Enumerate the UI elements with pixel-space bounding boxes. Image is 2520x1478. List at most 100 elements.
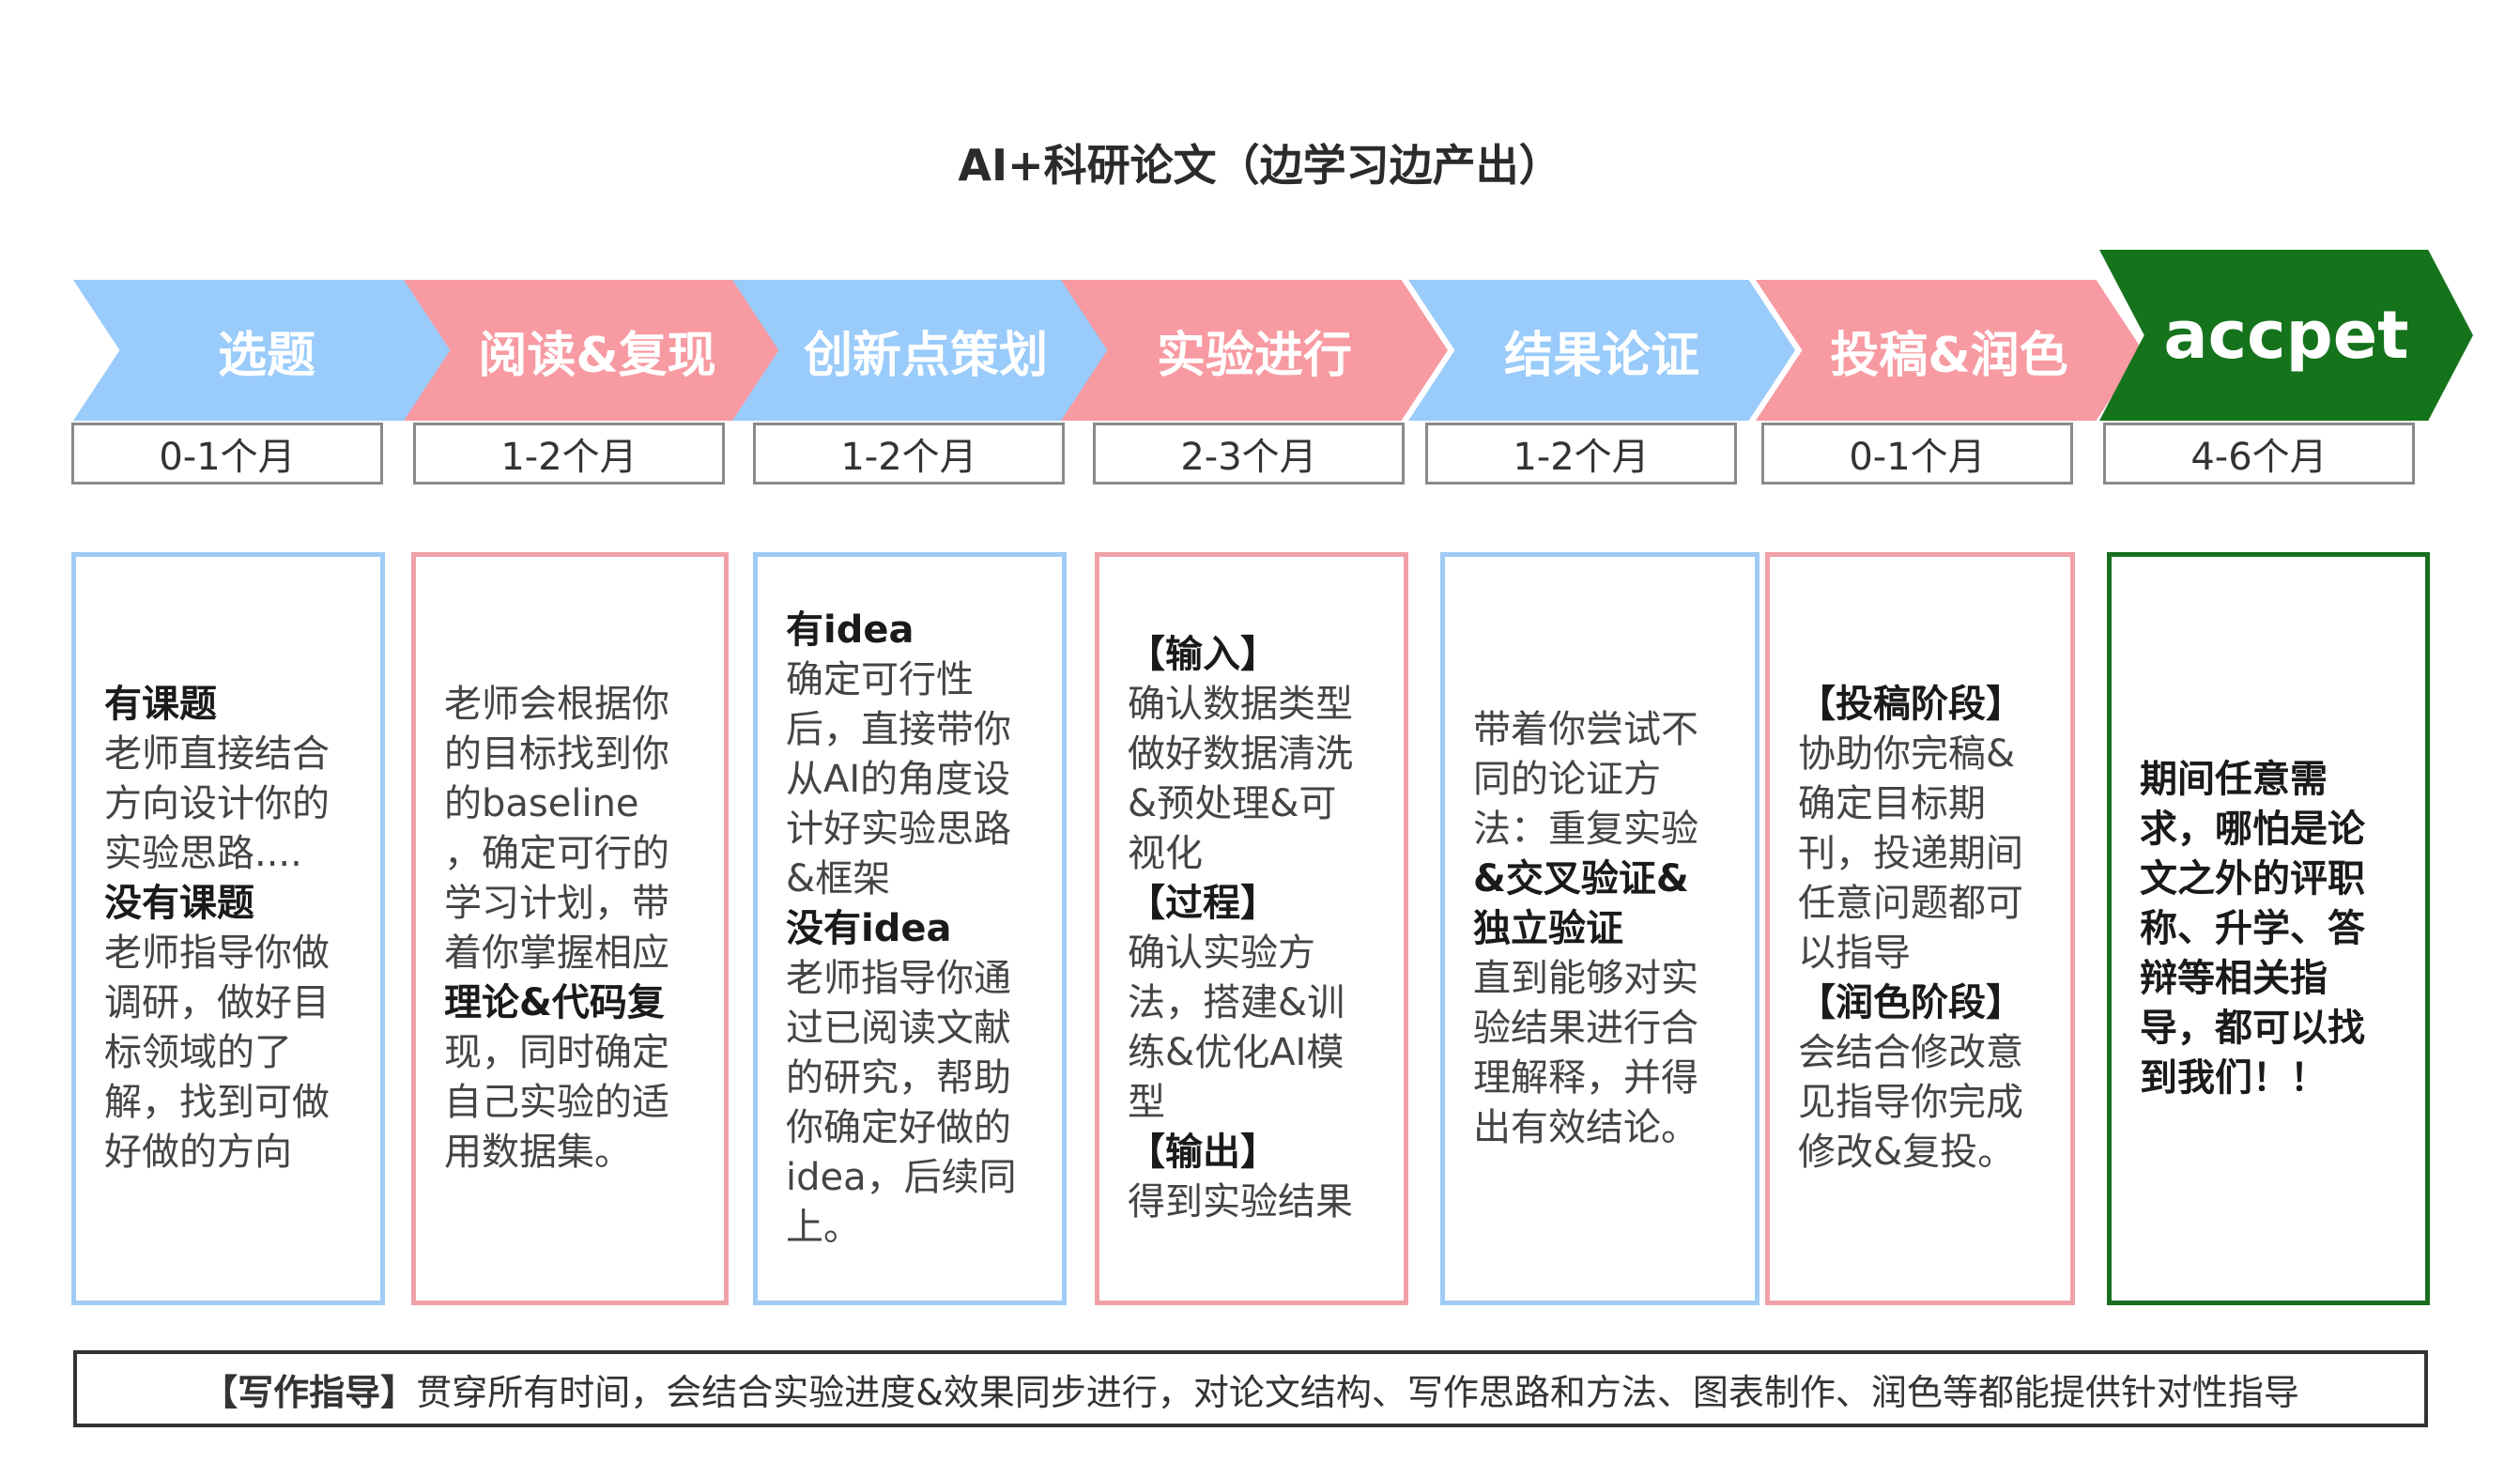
stage-arrow-select-topic: 选题 (73, 280, 460, 421)
duration-experiment: 2-3个月 (1093, 423, 1405, 485)
content-box-submission: 【投稿阶段】协助你完稿&确定目标期刊，投递期间任意问题都可以指导【润色阶段】会结… (1765, 552, 2075, 1305)
stage-label: accpet (2163, 297, 2409, 374)
content-line: 过已阅读文献 (786, 1006, 1011, 1050)
stage-label: 选题 (217, 327, 315, 384)
content-line: 出有效结论。 (1473, 1105, 1698, 1149)
content-line: 解，找到可做 (104, 1081, 330, 1124)
content-line: 你确定好做的 (786, 1105, 1011, 1149)
page-title: AI+科研论文（边学习边产出） (958, 140, 1562, 191)
content-line: idea，后续同 (786, 1155, 1017, 1199)
content-box-experiment: 【输入】确认数据类型做好数据清洗&预处理&可视化【过程】确认实验方法，搭建&训练… (1095, 552, 1408, 1305)
content-line: 任意问题都可 (1798, 882, 2023, 925)
content-line: 协助你完稿& (1798, 732, 2016, 776)
content-box-select-topic: 有课题老师直接结合方向设计你的实验思路.... 没有课题老师指导你做调研，做好目标… (71, 552, 385, 1305)
content-line: 练&优化AI模 (1128, 1031, 1345, 1074)
duration-accept: 4-6个月 (2103, 423, 2415, 485)
content-line: 确认实验方 (1128, 931, 1315, 975)
content-line: 【过程】 (1128, 882, 1278, 925)
duration-select-topic: 0-1个月 (71, 423, 383, 485)
content-line: 有idea (786, 608, 914, 652)
content-line: 实验思路.... (104, 832, 302, 875)
content-box-validation: 带着你尝试不同的论证方法：重复实验&交叉验证&独立验证直到能够对实验结果进行合理… (1440, 552, 1759, 1305)
content-line: 【润色阶段】 (1798, 981, 2023, 1024)
duration-validation: 1-2个月 (1425, 423, 1737, 485)
stage-label: 阅读&复现 (478, 327, 716, 384)
content-line: 视化 (1128, 832, 1203, 875)
content-line: &预处理&可 (1128, 782, 1337, 825)
content-line: 的研究，帮助 (786, 1055, 1011, 1100)
content-line: 调研，做好目 (104, 981, 330, 1024)
content-line: 好做的方向 (104, 1131, 292, 1174)
content-line: 确认数据类型 (1128, 683, 1353, 726)
content-line: 独立验证 (1473, 906, 1623, 950)
content-line: 到我们！！ (2140, 1055, 2328, 1100)
stage-arrow-experiment: 实验进行 (1061, 280, 1448, 421)
content-line: 【投稿阶段】 (1798, 683, 2023, 726)
stage-label: 创新点策划 (803, 327, 1048, 384)
stage-arrow-validation: 结果论证 (1408, 280, 1795, 421)
content-line: 有课题 (104, 683, 217, 726)
content-line: 老师指导你通 (786, 956, 1011, 1000)
content-line: 文之外的评职 (2140, 856, 2365, 901)
content-line: 见指导你完成 (1798, 1081, 2023, 1124)
content-line: 后，直接带你 (786, 707, 1011, 751)
content-line: 老师指导你做 (104, 931, 330, 975)
content-line: 称、升学、答 (2140, 906, 2365, 950)
content-line: 没有课题 (104, 882, 254, 925)
content-line: &交叉验证& (1473, 856, 1689, 901)
content-line: 确定目标期 (1798, 782, 1986, 825)
writing-guide-bar: 【写作指导】贯穿所有时间，会结合实验进度&效果同步进行，对论文结构、写作思路和方… (73, 1350, 2428, 1427)
content-line: 法，搭建&训 (1128, 981, 1345, 1024)
content-line: 着你掌握相应 (444, 931, 669, 975)
content-line: 【输出】 (1128, 1131, 1278, 1174)
content-line: 【输入】 (1128, 633, 1278, 676)
content-line: 得到实验结果 (1128, 1180, 1353, 1224)
content-line: 的目标找到你 (444, 732, 669, 776)
stage-arrow-innovation: 创新点策划 (732, 280, 1119, 421)
content-line: 同的论证方 (1473, 757, 1661, 801)
duration-submission: 0-1个月 (1761, 423, 2073, 485)
content-line: 的baseline (444, 782, 639, 825)
duration-reading: 1-2个月 (413, 423, 725, 485)
content-line: 理论&代码复 (444, 981, 665, 1024)
content-line: 修改&复投。 (1798, 1131, 2016, 1174)
content-line: 自己实验的适 (444, 1081, 669, 1124)
content-line: 方向设计你的 (104, 782, 330, 825)
content-line: 会结合修改意 (1798, 1031, 2023, 1074)
stage-arrow-submission: 投稿&润色 (1756, 280, 2143, 421)
content-line: 从AI的角度设 (786, 757, 1011, 801)
content-line: 求，哪怕是论 (2140, 807, 2365, 851)
content-line: 现，同时确定 (444, 1031, 669, 1074)
content-line: 以指导 (1798, 931, 1911, 975)
content-line: 确定可行性 (786, 657, 974, 701)
writing-guide-text: 贯穿所有时间，会结合实验进度&效果同步进行，对论文结构、写作思路和方法、图表制作… (416, 1371, 2299, 1413)
content-line: 理解释，并得 (1473, 1055, 1698, 1100)
content-line: 直到能够对实 (1473, 956, 1698, 1000)
content-line: 标领域的了 (104, 1031, 292, 1074)
content-line: 老师会根据你 (444, 683, 669, 726)
content-line: 上。 (786, 1205, 861, 1249)
content-box-innovation: 有idea 确定可行性后，直接带你从AI的角度设计好实验思路&框架没有idea 老师… (753, 552, 1067, 1305)
content-line: 验结果进行合 (1473, 1006, 1698, 1050)
duration-innovation: 1-2个月 (753, 423, 1065, 485)
content-line: 型 (1128, 1081, 1165, 1124)
content-box-accept: 期间任意需求，哪怕是论文之外的评职称、升学、答辩等相关指导，都可以找到我们！！ (2107, 552, 2430, 1305)
content-line: 导，都可以找 (2140, 1006, 2365, 1050)
content-line: 没有idea (786, 906, 952, 950)
stage-arrow-accept: accpet (2099, 250, 2473, 421)
content-line: &框架 (786, 856, 891, 901)
content-line: 老师直接结合 (104, 732, 330, 776)
content-line: ，确定可行的 (444, 832, 669, 875)
stage-label: 实验进行 (1156, 327, 1352, 384)
content-box-reading: 老师会根据你的目标找到你的baseline ，确定可行的学习计划，带着你掌握相应理… (411, 552, 729, 1305)
stage-arrow-reading: 阅读&复现 (404, 280, 791, 421)
content-line: 用数据集。 (444, 1131, 632, 1174)
stage-label: 投稿&润色 (1830, 327, 2068, 384)
content-line: 计好实验思路 (786, 807, 1011, 851)
stage-label: 结果论证 (1503, 327, 1699, 384)
content-line: 刊，投递期间 (1798, 832, 2023, 875)
content-line: 学习计划，带 (444, 882, 669, 925)
content-line: 带着你尝试不 (1473, 707, 1698, 751)
writing-guide-label: 【写作指导】 (202, 1371, 417, 1413)
content-line: 法：重复实验 (1473, 807, 1698, 851)
